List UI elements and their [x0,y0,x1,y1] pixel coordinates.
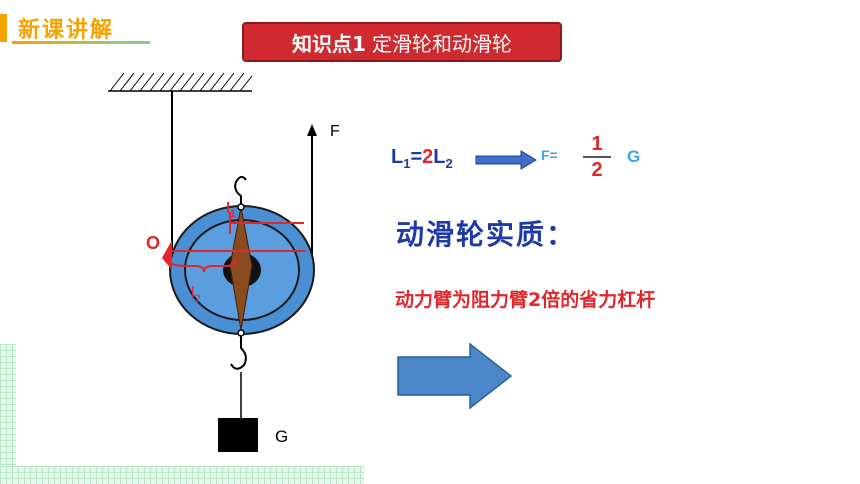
lever-arm-markings [167,212,306,273]
top-hook [234,176,247,206]
decorative-grid-bottom [0,466,364,484]
header-accent-bar [0,14,7,42]
force-arrow-head [307,124,317,136]
header-title: 新课讲解 [18,18,115,43]
next-arrow [397,342,513,410]
fraction-one-half: 1 2 [583,133,611,181]
force-result-prefix: F= [541,147,558,163]
topic-name: 定滑轮和动滑轮 [371,31,512,56]
topic-banner: 知识点1 定滑轮和动滑轮 [242,22,562,62]
arm-l1-label: l1 [226,200,236,220]
bottom-hook [230,336,247,370]
decorative-grid-left [0,344,16,484]
header-underline [12,41,150,44]
fulcrum-label: O [146,233,161,253]
essence-title: 动滑轮实质： [396,218,577,251]
topic-prefix: 知识点1 [292,31,366,56]
lever-ratio-formula: L1=2L2 [391,146,453,171]
fulcrum-marker [162,240,172,270]
ceiling-support [108,72,253,92]
force-result-suffix: G [627,147,641,166]
force-label: F [330,123,340,140]
formula-arrow [475,150,537,170]
weight-label: G [275,427,289,446]
weight-block [218,418,258,452]
essence-description: 动力臂为阻力臂2倍的省力杠杆 [395,289,656,311]
arm-l2-label: l2 [191,285,201,306]
